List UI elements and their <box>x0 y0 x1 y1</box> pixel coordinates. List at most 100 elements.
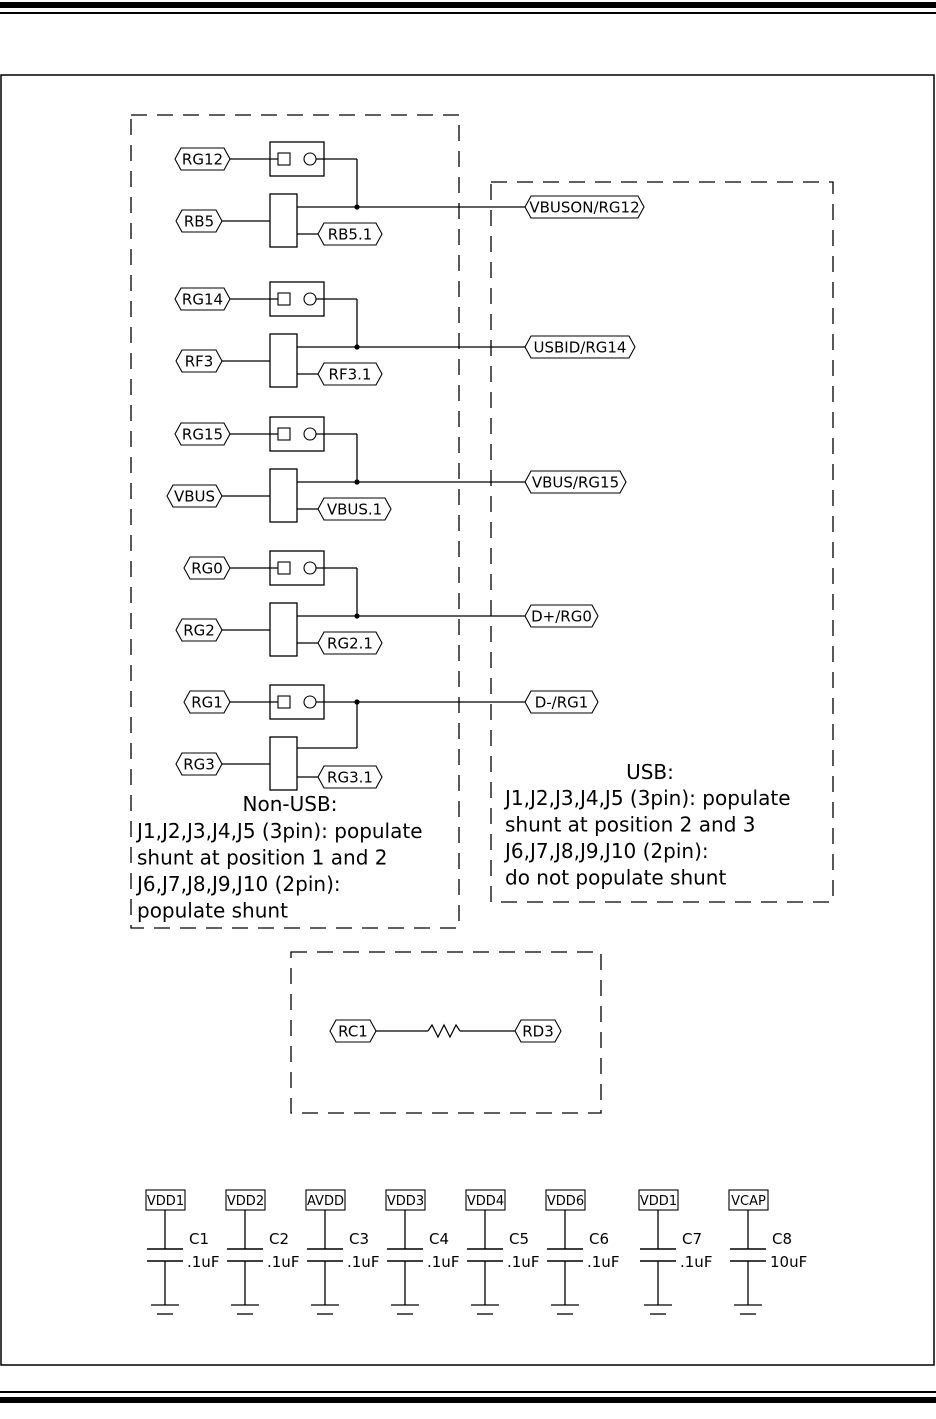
round-pin-icon <box>303 292 317 306</box>
net-flag-usb: D+/RG0 <box>524 604 599 628</box>
square-pin-icon <box>277 427 291 441</box>
power-port-label: VDD3 <box>387 1194 424 1209</box>
capacitor-ref: C6 <box>589 1230 609 1248</box>
net-flag-label: RG14 <box>182 291 223 309</box>
capacitor-value: .1uF <box>347 1253 379 1271</box>
net-flag-label: USBID/RG14 <box>534 339 627 357</box>
note-line: populate shunt <box>137 899 288 923</box>
net-flag-2pin-input: RG2 <box>175 618 223 642</box>
figure-frame <box>0 74 935 1366</box>
capacitor-ref: C4 <box>429 1230 449 1248</box>
square-pin-icon <box>277 561 291 575</box>
junction-dot <box>354 204 360 210</box>
square-pin-icon <box>277 152 291 166</box>
non-usb-region <box>130 114 460 929</box>
net-flag-2pin-input: RB5 <box>175 209 223 233</box>
capacitor-value: .1uF <box>587 1253 619 1271</box>
junction-dot <box>354 479 360 485</box>
net-flag-label: RC1 <box>338 1023 368 1041</box>
note-line: J1,J2,J3,J4,J5 (3pin): populate <box>503 786 791 810</box>
net-flag-label: RB5 <box>184 213 214 231</box>
net-flag-label: RG1 <box>191 694 223 712</box>
net-flag-label: RF3.1 <box>329 366 372 384</box>
note-line: do not populate shunt <box>505 866 726 890</box>
round-pin-icon <box>303 427 317 441</box>
net-flag-3pin-input: RG14 <box>174 287 231 311</box>
power-port-label: VDD4 <box>467 1194 504 1209</box>
capacitor-value: .1uF <box>680 1253 712 1271</box>
net-flag-label: RG3 <box>183 756 215 774</box>
net-flag-2pin-output: RG2.1 <box>317 631 383 655</box>
net-flag-2pin-output: VBUS.1 <box>317 497 392 521</box>
net-flag-usb: D-/RG1 <box>524 690 599 714</box>
net-flag-2pin-input: RG3 <box>175 752 223 776</box>
net-flag-usb: VBUSON/RG12 <box>524 195 645 219</box>
net-flag-3pin-input: RG1 <box>183 690 231 714</box>
net-flag-label: RB5.1 <box>328 226 373 244</box>
net-flag-label: RG15 <box>182 426 223 444</box>
capacitor-value: .1uF <box>507 1253 539 1271</box>
net-flag-outline <box>524 195 645 219</box>
capacitor-value: .1uF <box>427 1253 459 1271</box>
capacitor-value: .1uF <box>187 1253 219 1271</box>
jumper-2pin-body <box>269 468 298 523</box>
net-flag-label: D-/RG1 <box>535 694 589 712</box>
capacitor-ref: C3 <box>349 1230 369 1248</box>
net-flag-label: RG0 <box>191 560 223 578</box>
net-flag-outline <box>524 604 599 628</box>
net-flag-3pin-input: RG0 <box>183 556 231 580</box>
resistor-region <box>290 951 602 1114</box>
net-flag-outline <box>317 222 383 246</box>
junction-dot <box>354 344 360 350</box>
power-port-label: AVDD <box>307 1194 344 1209</box>
capacitor: AVDD C3 .1uF <box>305 1189 379 1315</box>
net-flag-outline <box>524 335 636 359</box>
round-pin-icon <box>303 152 317 166</box>
power-port-label: VDD1 <box>640 1194 677 1209</box>
usb-note: USB:J1,J2,J3,J4,J5 (3pin): populateshunt… <box>503 760 791 890</box>
footer-rule-thin <box>0 1391 936 1393</box>
net-flag-resistor-left: RC1 <box>329 1019 377 1043</box>
jumper-2pin-body <box>269 602 298 657</box>
note-line: J1,J2,J3,J4,J5 (3pin): populate <box>135 819 423 843</box>
net-flag-usb: VBUS/RG15 <box>524 470 627 494</box>
net-flag-resistor-right: RD3 <box>514 1019 562 1043</box>
capacitor-ref: C7 <box>682 1230 702 1248</box>
net-flag-2pin-output: RG3.1 <box>317 765 383 789</box>
resistor-link: RC1 RD3 <box>329 1019 562 1043</box>
footer-rule-thick <box>0 1397 936 1403</box>
net-flag-outline <box>317 362 383 386</box>
capacitor-ref: C2 <box>269 1230 289 1248</box>
net-flag-label: RG2.1 <box>327 635 373 653</box>
net-flag-label: RF3 <box>185 353 214 371</box>
square-pin-icon <box>277 695 291 709</box>
power-port-label: VDD2 <box>227 1194 264 1209</box>
net-flag-outline <box>524 690 599 714</box>
power-port-label: VDD6 <box>547 1194 584 1209</box>
square-pin-icon <box>277 292 291 306</box>
net-flag-outline <box>317 765 383 789</box>
capacitor-ref: C1 <box>189 1230 209 1248</box>
net-flag-2pin-input: RF3 <box>175 349 223 373</box>
net-flag-label: VBUSON/RG12 <box>529 199 639 217</box>
net-flag-usb: USBID/RG14 <box>524 335 636 359</box>
jumper-blocks: RG12RB5RB5.1VBUSON/RG12RG14RF3RF3.1USBID… <box>166 141 645 791</box>
note-title: USB: <box>626 760 674 784</box>
net-flag-outline <box>524 470 627 494</box>
capacitor-value: 10uF <box>770 1253 807 1271</box>
net-flag-label: RD3 <box>522 1023 554 1041</box>
net-flag-outline <box>317 631 383 655</box>
net-flag-3pin-input: RG15 <box>174 422 231 446</box>
